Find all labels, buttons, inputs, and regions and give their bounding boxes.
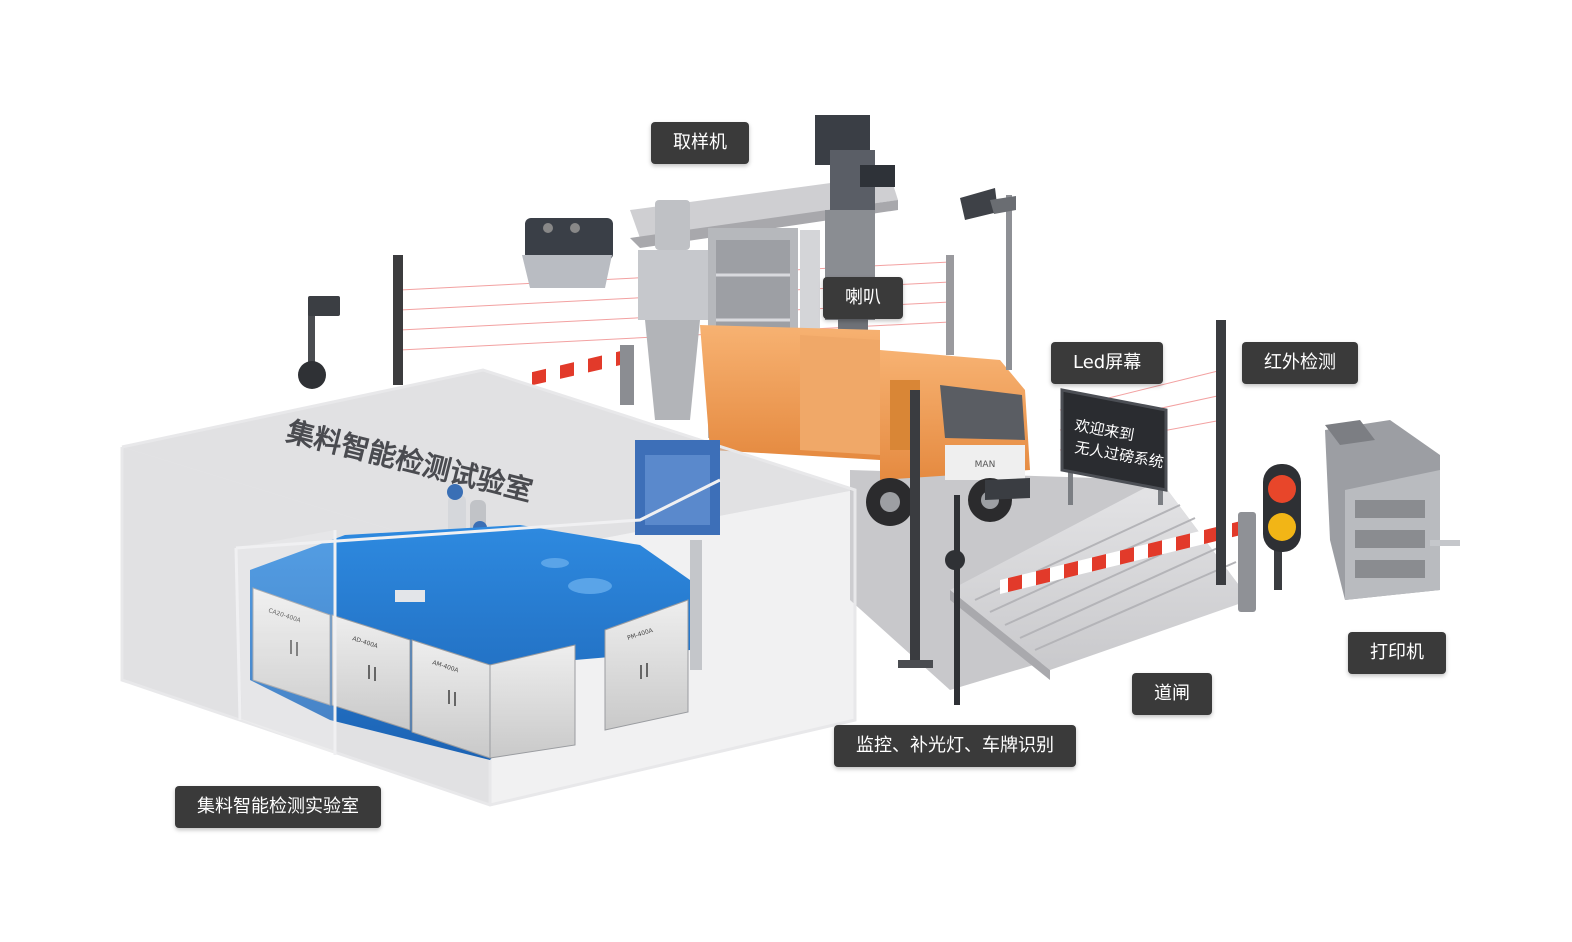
infrared-pole-back [946,255,954,355]
infrared-pole-left [393,255,403,385]
led-screen: 欢迎来到 无人过磅系统 [1060,388,1168,505]
label-printer: 打印机 [1348,632,1446,674]
label-sampler: 取样机 [651,122,749,164]
label-lab: 集料智能检测实验室 [175,786,381,828]
camera-pole-left [298,296,340,389]
camera-pole-front [898,390,1030,705]
lab-room: 集料智能检测试验室 CA20-400A AD-400A AM-400A PM- [120,368,857,807]
lab-cabinets: CA20-400A AD-400A AM-400A PM-400A [252,587,689,759]
printer-device [1325,420,1460,600]
truck-brand-text: MAN [975,460,996,470]
label-monitor: 监控、补光灯、车牌识别 [834,725,1076,767]
label-infrared: 红外检测 [1242,342,1358,384]
back-barrier-gate [520,345,634,405]
label-led-screen: Led屏幕 [1051,342,1164,384]
front-barrier-gate [1000,512,1256,612]
infrared-pole-right [1216,320,1226,585]
label-barrier: 道闸 [1132,673,1212,715]
label-speaker: 喇叭 [823,277,903,319]
traffic-light [1263,464,1301,590]
camera-pole-top [960,188,1016,370]
